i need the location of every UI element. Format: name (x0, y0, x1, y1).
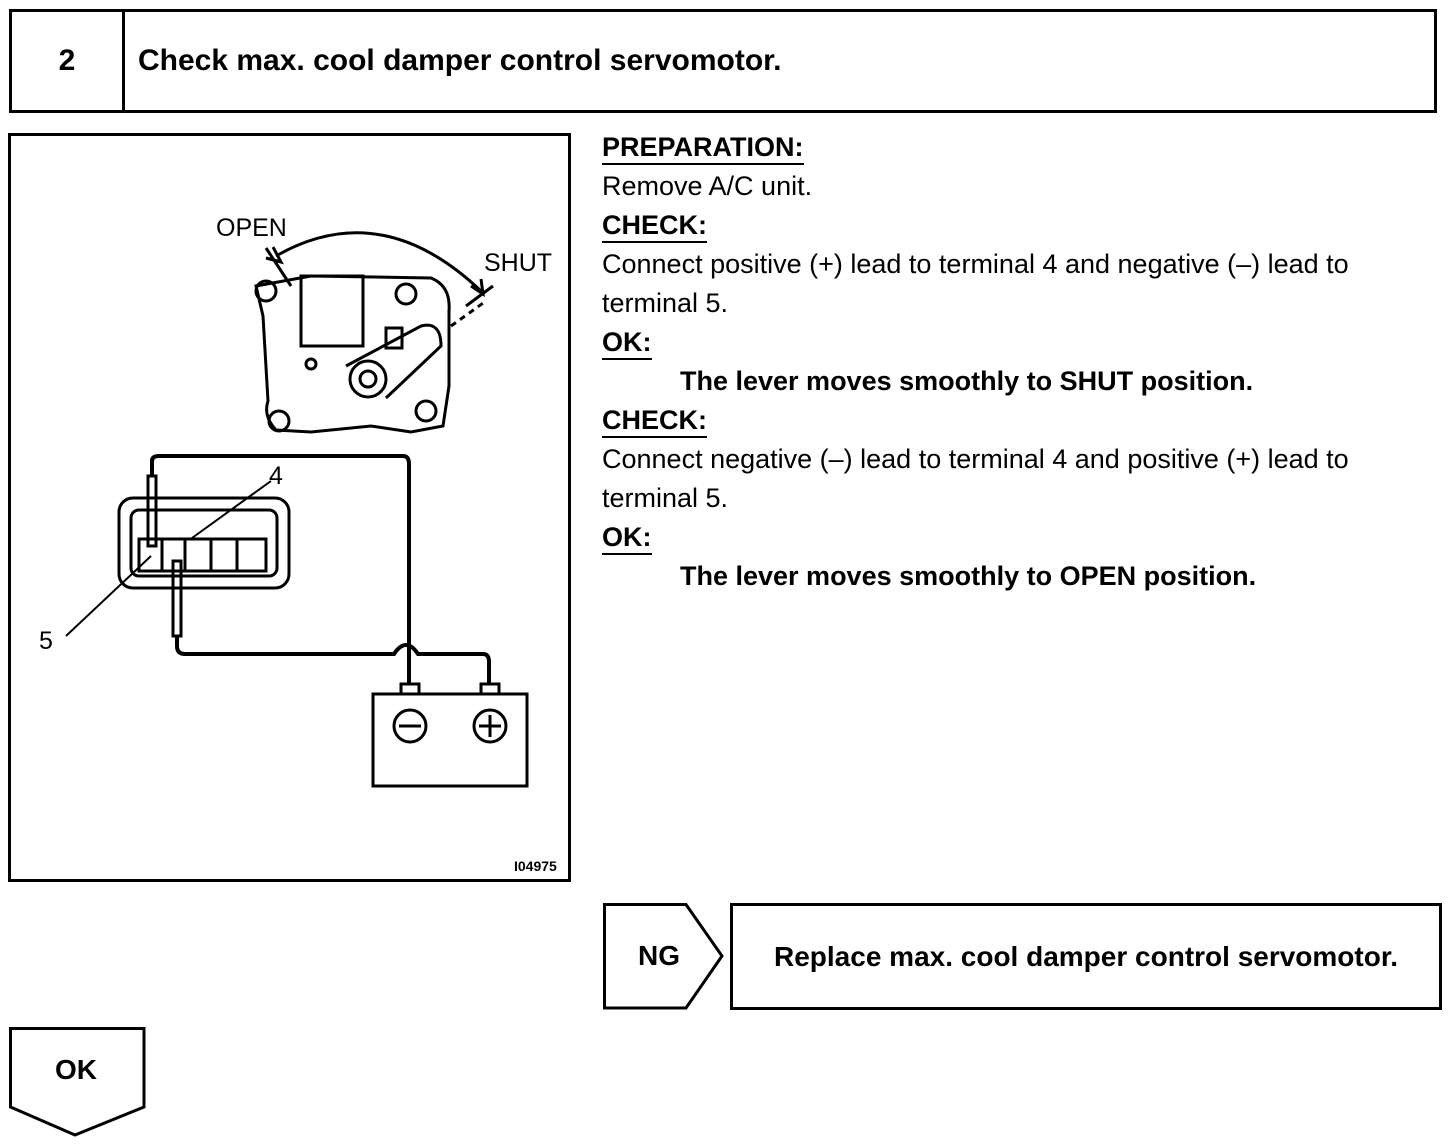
battery-positive-post (479, 682, 501, 696)
battery-negative-post (399, 682, 421, 696)
ok2-text: The lever moves smoothly to OPEN positio… (680, 561, 1257, 591)
check2-label: CHECK: (602, 405, 707, 438)
mount-hole-top-right (394, 282, 418, 306)
ok-label: OK (55, 1054, 97, 1085)
instructions: PREPARATION: Remove A/C unit. CHECK: Con… (602, 128, 1452, 596)
wire-terminal-5 (175, 636, 491, 684)
servomotor-figure: OPEN SHUT 4 5 I04975 (8, 133, 571, 882)
preparation-text: Remove A/C unit. (602, 171, 813, 201)
check1-text: Connect positive (+) lead to terminal 4 … (602, 249, 1349, 318)
terminal-5-label: 5 (39, 627, 53, 655)
positive-symbol (472, 708, 508, 744)
ng-arrow-shape (603, 903, 724, 1010)
shut-indicator-line (465, 284, 494, 308)
rotation-arc (275, 231, 483, 293)
negative-symbol (392, 708, 428, 744)
connector-inner (129, 508, 279, 578)
step-title: Check max. cool damper control servomoto… (138, 44, 782, 77)
damper-lever (345, 323, 443, 400)
mount-hole-top-left (254, 279, 278, 303)
lever-pivot-center (358, 369, 378, 389)
ng-label: NG (638, 940, 680, 971)
ok-arrow-shape (9, 1027, 146, 1137)
battery-body (371, 692, 529, 788)
connector-housing (117, 496, 291, 590)
step-header: 2 Check max. cool damper control servomo… (9, 9, 1437, 113)
leader-line-4 (191, 480, 272, 539)
small-hole (304, 357, 318, 371)
arc-arrow-open (265, 246, 284, 265)
ok2-label: OK: (602, 522, 652, 555)
ok1-text: The lever moves smoothly to SHUT positio… (680, 366, 1254, 396)
mount-hole-bottom-right (414, 399, 438, 423)
ok1-label: OK: (602, 327, 652, 360)
shut-label: SHUT (484, 249, 552, 277)
open-label: OPEN (216, 214, 287, 242)
preparation-label: PREPARATION: (602, 132, 804, 165)
shut-guide-line (450, 299, 487, 328)
servomotor-body (254, 274, 451, 434)
servomotor-cover (299, 274, 365, 348)
lever-pivot (348, 359, 388, 399)
mount-hole-bottom-left (267, 409, 291, 433)
terminal-block (137, 537, 268, 573)
lever-tab (384, 326, 404, 350)
ng-action-box: Replace max. cool damper control servomo… (730, 903, 1442, 1010)
figure-id: I04975 (514, 858, 557, 874)
terminal-4-label: 4 (269, 462, 283, 490)
servomotor-diagram: OPEN SHUT 4 5 I04975 (39, 214, 557, 874)
check2-text: Connect negative (–) lead to terminal 4 … (602, 444, 1349, 513)
step-number: 2 (12, 12, 125, 110)
check1-label: CHECK: (602, 210, 707, 243)
leader-line-5 (65, 555, 152, 637)
wire-terminal-4 (150, 454, 411, 684)
